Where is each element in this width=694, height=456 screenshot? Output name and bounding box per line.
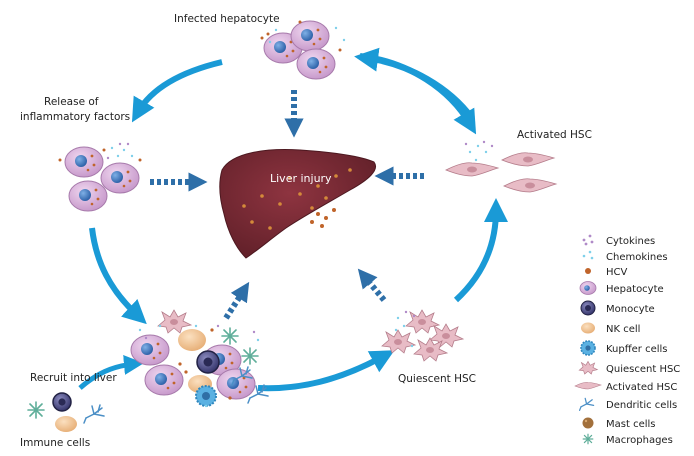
cytokines-icon (582, 234, 594, 246)
legend-label-nk-cell: NK cell (606, 324, 640, 335)
mast-cell-icon (582, 417, 594, 429)
legend-label-hcv: HCV (606, 267, 628, 278)
legend-label-monocyte: Monocyte (606, 304, 655, 315)
quiescent-hsc-cluster: Quiescent HSC (381, 309, 476, 385)
legend-label-kupffer: Kupffer cells (606, 344, 668, 355)
liver: Liver injury (219, 149, 376, 259)
legend-label-hepatocyte: Hepatocyte (606, 284, 664, 295)
infected-hepatocyte-cluster: Infected hepatocyte (174, 13, 346, 80)
kupffer-cell-icon (580, 340, 596, 356)
activated-hsc-icon (574, 382, 603, 390)
arrow-immune-recruit (78, 354, 144, 390)
release-cluster: Release of inflammatory factors (20, 96, 142, 212)
chemokines-icon (582, 250, 594, 260)
dashed-arrow-bottom-right (357, 268, 387, 302)
arrow-infected-to-activated (359, 53, 477, 135)
arrow-to-release (131, 59, 223, 123)
activated-hsc-cluster: Activated HSC (445, 129, 592, 193)
legend-label-quiescent-hsc: Quiescent HSC (606, 364, 680, 375)
hcv-icon (585, 268, 591, 274)
legend-label-macrophage: Macrophages (606, 435, 673, 446)
legend-label-chemokines: Chemokines (606, 252, 668, 263)
legend: Cytokines Chemokines HCV Hepatocyte Mono… (574, 234, 680, 446)
activated-hsc-label: Activated HSC (517, 129, 592, 141)
nk-cell-icon (581, 322, 595, 334)
dashed-arrows (150, 90, 424, 320)
recruited-cell-mass (130, 309, 269, 408)
monocyte-icon (580, 300, 596, 316)
immune-cells-group: Recruit into liver Immune cells (20, 372, 117, 449)
infected-hepatocyte-label: Infected hepatocyte (174, 13, 280, 25)
dendritic-cell-icon (578, 397, 595, 411)
quiescent-hsc-label: Quiescent HSC (398, 373, 476, 385)
cycle-arrows (78, 47, 508, 392)
hepatocyte-icon (579, 281, 597, 295)
dashed-arrow-bottom-left (223, 281, 250, 320)
arrow-to-activated (453, 198, 508, 303)
release-label-line1: Release of (44, 96, 99, 108)
immune-cells-label: Immune cells (20, 437, 90, 449)
liver-injury-label: Liver injury (270, 172, 332, 185)
legend-label-activated-hsc: Activated HSC (606, 382, 677, 393)
quiescent-hsc-icon (578, 360, 599, 375)
recruit-into-liver-label: Recruit into liver (30, 372, 117, 384)
legend-label-cytokines: Cytokines (606, 236, 655, 247)
legend-label-dendritic: Dendritic cells (606, 400, 677, 411)
release-label-line2: inflammatory factors (20, 111, 130, 123)
arrow-to-quiescent (257, 350, 395, 392)
macrophage-icon (582, 433, 594, 445)
legend-label-mast: Mast cells (606, 419, 655, 430)
arrow-to-recruit (89, 227, 147, 325)
